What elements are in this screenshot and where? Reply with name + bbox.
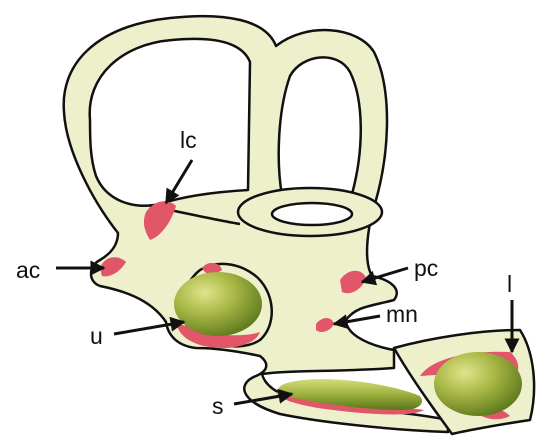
label-l: l [507,271,512,297]
anterior-canal-lumen [90,39,250,206]
label-ac: ac [16,257,40,283]
label-pc: pc [414,255,438,281]
otolith-lagena [434,352,522,416]
label-mn: mn [386,301,418,327]
otolith-utricle [174,272,262,336]
label-u: u [90,323,103,349]
label-lc: lc [180,127,197,153]
label-s: s [212,393,224,419]
